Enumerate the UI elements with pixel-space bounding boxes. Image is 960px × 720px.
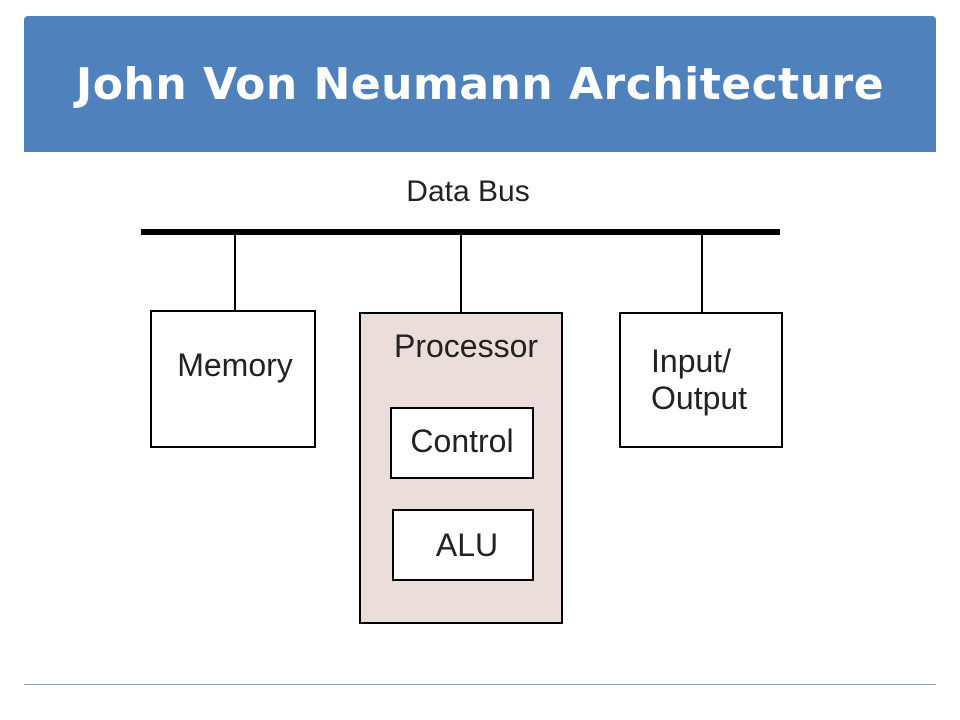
alu-box xyxy=(392,509,534,581)
io-label-line2: Output xyxy=(651,380,747,416)
memory-label: Memory xyxy=(177,347,293,383)
data-bus-label: Data Bus xyxy=(406,175,529,208)
page-title: John Von Neumann Architecture xyxy=(75,58,885,110)
alu-label: ALU xyxy=(436,527,498,563)
footer-divider xyxy=(24,684,936,685)
io-box xyxy=(619,312,783,448)
processor-label: Processor xyxy=(394,328,538,364)
control-label: Control xyxy=(410,423,513,459)
memory-box xyxy=(150,310,316,448)
io-label-line1: Input/ xyxy=(651,343,731,379)
title-bar: John Von Neumann Architecture xyxy=(24,16,936,152)
control-box xyxy=(390,407,534,479)
